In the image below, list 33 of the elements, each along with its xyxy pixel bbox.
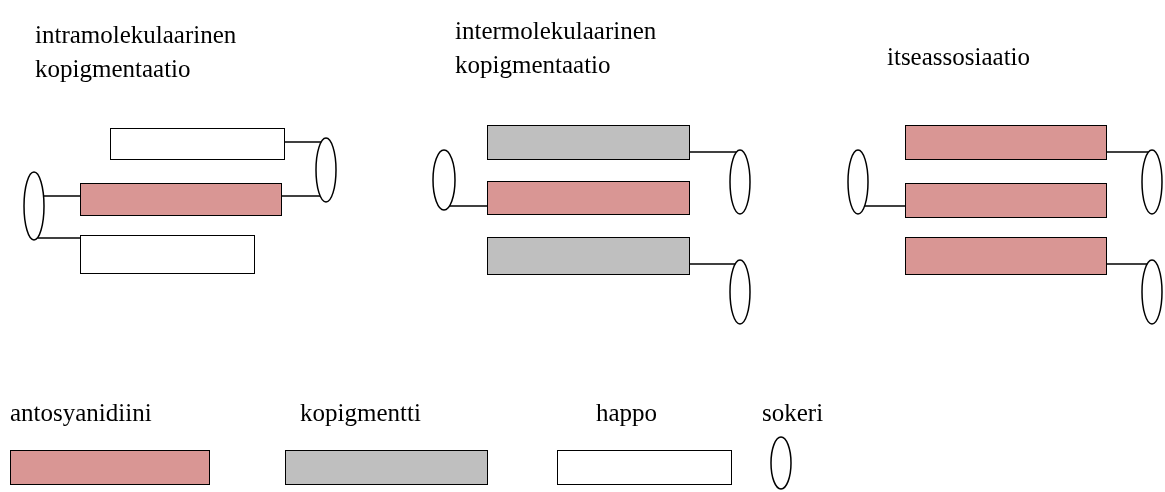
connector-line [863, 205, 906, 207]
connector-line [284, 141, 322, 143]
oval [1141, 259, 1163, 325]
bar [905, 183, 1107, 218]
oval [847, 149, 869, 215]
oval [315, 137, 337, 203]
connector-line [1106, 263, 1148, 265]
legend-label: happo [596, 398, 658, 428]
oval [729, 259, 751, 325]
legend-label: sokeri [762, 398, 824, 428]
connector-line [36, 237, 81, 239]
bar [487, 125, 690, 160]
bar [80, 183, 282, 216]
bar [487, 237, 690, 275]
legend-label: kopigmentti [300, 398, 421, 428]
connector-line [448, 205, 488, 207]
panel-heading: itseassosiaatio [887, 42, 1032, 72]
oval [729, 149, 751, 215]
bar [487, 181, 690, 215]
panel-heading: intramolekulaarinen kopigmentaatio [35, 20, 238, 84]
connector-line [1106, 151, 1150, 153]
bar [905, 237, 1107, 275]
bar [905, 125, 1107, 160]
oval [23, 171, 45, 241]
connector-line [689, 263, 736, 265]
bar [80, 235, 255, 274]
bar [110, 128, 285, 160]
oval [432, 149, 456, 211]
oval [1141, 149, 1163, 215]
connector-line [689, 151, 738, 153]
legend-label: antosyanidiini [10, 398, 152, 428]
panel-heading: intermolekulaarinen kopigmentaatio [455, 16, 658, 80]
connector-line [281, 195, 321, 197]
